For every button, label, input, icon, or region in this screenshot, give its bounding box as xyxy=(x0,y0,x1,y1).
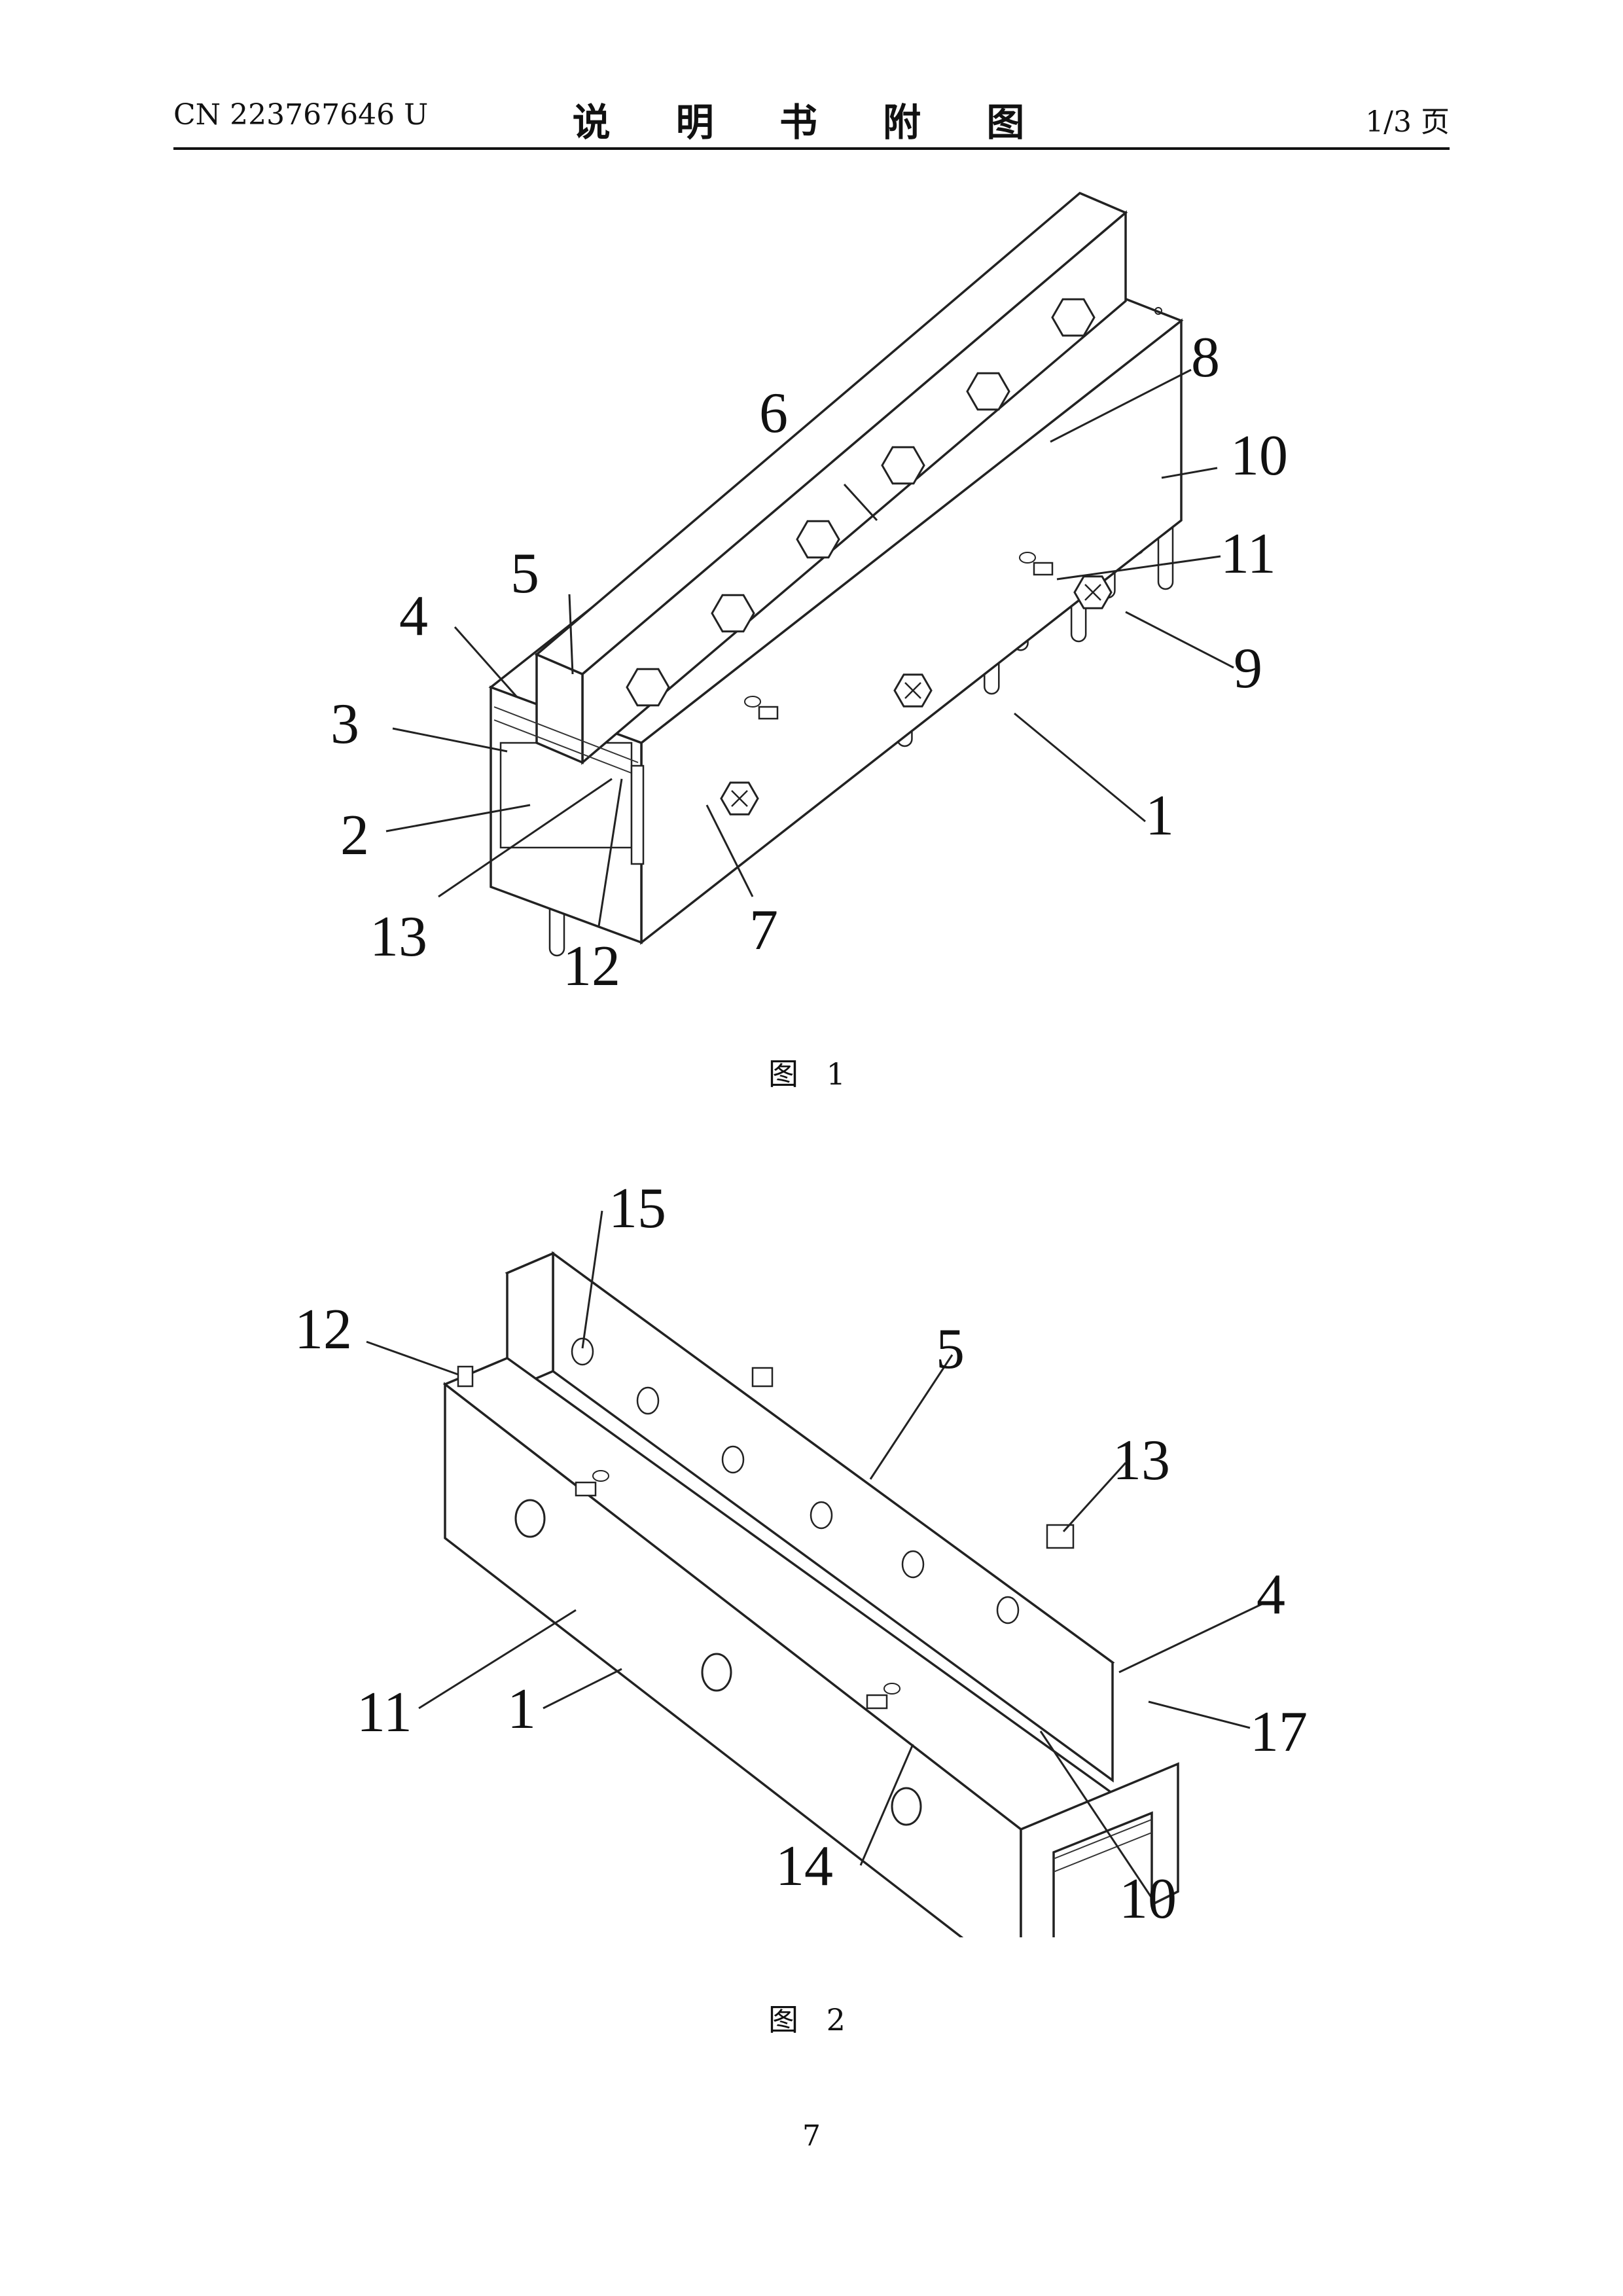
hex-nut-icon xyxy=(712,595,754,631)
body-hole-icon xyxy=(702,1654,731,1691)
hex-nut-icon xyxy=(1052,299,1094,335)
side-block-mid xyxy=(753,1368,772,1386)
fig2-label-13: 13 xyxy=(1113,1429,1170,1492)
hex-nut-icon xyxy=(967,373,1009,409)
page-of: 1/3 页 xyxy=(1365,98,1450,140)
fig1-label-8: 8 xyxy=(1191,326,1220,389)
fig2-label-11: 11 xyxy=(357,1681,412,1744)
end-inner-panel xyxy=(501,743,632,848)
slot-icon xyxy=(759,707,777,719)
rail-hole-icon xyxy=(637,1388,658,1414)
figure-1-drawing: 8 6 10 5 11 4 9 3 2 1 13 7 12 xyxy=(0,151,1623,1001)
fig1-label-9: 9 xyxy=(1234,637,1262,700)
fig1-label-6: 6 xyxy=(759,382,788,445)
rail-hole-icon xyxy=(997,1597,1018,1623)
fig1-label-5: 5 xyxy=(510,542,539,605)
fig2-label-1: 1 xyxy=(507,1677,536,1741)
fig2-label-17: 17 xyxy=(1250,1700,1308,1764)
fig2-label-5: 5 xyxy=(936,1318,965,1381)
side-notch xyxy=(632,766,643,864)
body-hole-icon xyxy=(516,1500,544,1537)
fig1-label-11: 11 xyxy=(1221,522,1276,586)
hex-nut-icon xyxy=(797,521,839,557)
fig1-label-12: 12 xyxy=(563,935,620,998)
fig2-label-15: 15 xyxy=(609,1177,666,1240)
rail-hole-icon xyxy=(902,1551,923,1577)
slot-icon xyxy=(576,1482,596,1496)
figure-1-caption: 图 1 xyxy=(0,1050,1623,1094)
fig2-label-10: 10 xyxy=(1119,1867,1177,1931)
page-number: 7 xyxy=(0,2119,1623,2153)
figure-2-drawing: 15 12 5 13 4 11 1 17 14 10 xyxy=(0,1152,1623,1937)
fig2-label-14: 14 xyxy=(776,1835,833,1898)
hex-nut-icon xyxy=(627,669,669,705)
fig2-label-12: 12 xyxy=(294,1298,352,1361)
side-block-left xyxy=(458,1367,473,1386)
rail-hole-icon xyxy=(722,1446,743,1473)
slot-icon xyxy=(1034,563,1052,575)
fig1-label-7: 7 xyxy=(749,899,778,962)
header-rule xyxy=(173,147,1450,150)
fig1-label-3: 3 xyxy=(330,692,359,756)
fig1-label-2: 2 xyxy=(340,804,369,867)
slot-icon xyxy=(867,1695,887,1708)
fig2-label-4: 4 xyxy=(1257,1563,1285,1626)
fig1-label-10: 10 xyxy=(1230,424,1288,488)
upper-bar-end xyxy=(537,655,582,762)
fig1-label-13: 13 xyxy=(370,905,427,969)
figure-2-caption: 图 2 xyxy=(0,1996,1623,2039)
side-block-right xyxy=(1047,1525,1073,1548)
hex-nut-icon xyxy=(882,447,924,483)
body-hole-icon xyxy=(892,1788,921,1825)
fig1-label-1: 1 xyxy=(1145,784,1174,848)
rail-hole-icon xyxy=(811,1502,832,1528)
fig1-label-4: 4 xyxy=(399,584,428,648)
